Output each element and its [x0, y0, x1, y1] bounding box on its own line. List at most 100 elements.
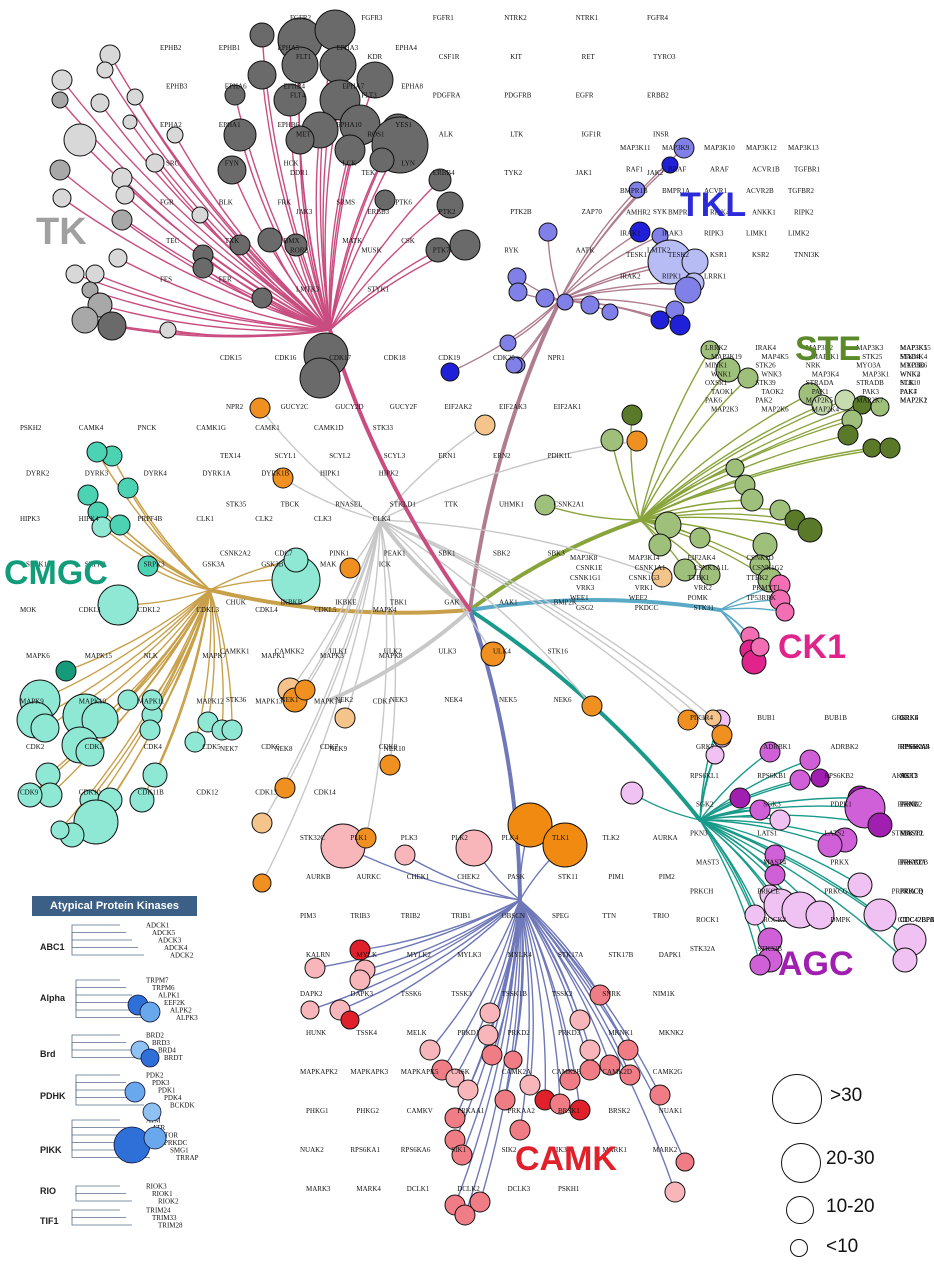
branch-ste-trunk [468, 518, 642, 612]
kinase-label: MARK4 [356, 1185, 381, 1193]
kinase-label: MAP4K1 [812, 353, 840, 361]
branch-other-twig [379, 424, 486, 521]
kinase-node [704, 709, 722, 727]
kinase-label: ARAF [710, 165, 729, 173]
branch-camk-twig [441, 899, 521, 1071]
kinase-label: AKT2 [900, 772, 918, 780]
kinase-node [304, 957, 326, 979]
kinase-label: LCK [342, 160, 356, 168]
atypical-member-label: BRD3 [152, 1039, 170, 1047]
kinase-node [535, 288, 555, 308]
branch-camk-twig [339, 899, 521, 1011]
kinase-label: RPS6KA6 [401, 1146, 431, 1154]
kinase-label: AURKB [306, 873, 331, 881]
kinase-label: CAMK1D [314, 424, 344, 432]
kinase-label: PRKCI [900, 858, 921, 866]
kinase-label: TYRO3 [653, 53, 676, 61]
kinase-label: TYK2 [504, 169, 522, 177]
kinase-node [319, 46, 357, 84]
kinase-node [109, 514, 131, 536]
atypical-title: Atypical Protein Kinases [32, 896, 197, 916]
branch-ste-twig [639, 519, 766, 546]
kinase-label: TGFBR1 [794, 165, 821, 173]
kinase-label: TESK2 [668, 251, 690, 259]
branch-other2-trunk [328, 608, 472, 702]
kinase-node [750, 637, 770, 657]
kinase-node [108, 248, 128, 268]
branch-agc-trunk [468, 608, 702, 822]
kinase-label: STRADA [806, 379, 834, 387]
branch-other-twig [304, 519, 381, 691]
kinase-label: PDIK1L [548, 452, 572, 460]
kinase-label: MOK [20, 606, 36, 614]
kinase-label: ERN1 [438, 452, 456, 460]
atypical-member-label: TRRAP [176, 1154, 199, 1162]
branch-other-twig [284, 519, 381, 789]
kinase-label: RPS6KA2 [898, 743, 928, 751]
kinase-label: GSG2 [576, 604, 594, 612]
kinase-node [115, 185, 135, 205]
branch-camk-twig [519, 899, 686, 1163]
kinase-label: CDKL2 [138, 606, 161, 614]
kinase-node [847, 872, 873, 898]
kinase-label: MAPK3 [320, 652, 344, 660]
branch-ste-twig [639, 507, 781, 521]
kinase-node [340, 1010, 360, 1030]
kinase-node [51, 91, 69, 109]
kinase-label: ERBB2 [647, 92, 669, 100]
kinase-label: RIPK1 [662, 273, 682, 281]
kinase-node [580, 295, 600, 315]
kinase-label: TLK1 [552, 834, 570, 842]
kinase-label: CDK2 [26, 743, 45, 751]
kinase-label: MAST3 [696, 858, 719, 866]
kinase-label: CAMK2A [502, 1068, 532, 1076]
kinase-label: CSNK2A2 [220, 550, 251, 558]
kinase-node [300, 1000, 320, 1020]
kinase-label: STK26 [755, 362, 776, 370]
kinase-node [509, 1119, 531, 1141]
kinase-label: NUAK2 [300, 1146, 324, 1154]
kinase-label: CLK1 [196, 515, 214, 523]
kinase-label: PRKCE [757, 887, 780, 895]
kinase-label: CASK [451, 1068, 470, 1076]
branch-tk-twig [129, 121, 331, 331]
kinase-label: TSSK2 [552, 990, 573, 998]
kinase-label: TRIB2 [401, 912, 421, 920]
atypical-branch [75, 1082, 126, 1085]
kinase-label: AAK1 [499, 598, 518, 606]
kinase-node [503, 1050, 523, 1070]
kinase-label: PRPF4B [138, 515, 163, 523]
kinase-label: MAP3K3 [856, 344, 884, 352]
kinase-label: DYRK2 [26, 470, 50, 478]
kinase-label: TSSK3 [451, 990, 472, 998]
kinase-label: CDKL1 [79, 606, 102, 614]
kinase-label: AKT1 [892, 772, 910, 780]
branch-tk-twig [121, 177, 331, 331]
kinase-node [97, 584, 139, 626]
branch-other-twig [379, 519, 689, 721]
kinase-node [879, 437, 901, 459]
kinase-label: CDK7 [320, 743, 339, 751]
kinase-label: CHUK [226, 598, 246, 606]
atypical-member-label: ADCK4 [164, 944, 188, 952]
kinase-label: CDC7 [275, 550, 293, 558]
branch-cmgc-twig [65, 589, 211, 672]
kinase-label: MATK [342, 237, 362, 245]
kinase-label: NLK [144, 652, 158, 660]
kinase-label: TTBK1 [688, 574, 710, 582]
kinase-node [479, 1002, 501, 1024]
kinase-label: EPHB4 [284, 83, 306, 91]
branch-agc-twig [699, 819, 906, 961]
kinase-label: MAP3K9 [662, 144, 690, 152]
kinase-label: PKN3 [690, 830, 708, 838]
kinase-label: MAP3K10 [704, 144, 735, 152]
kinase-label: MAP3K6 [900, 362, 928, 370]
branch-tk-twig [167, 329, 331, 338]
kinase-label: TEK [361, 169, 375, 177]
kinase-label: CDK16 [275, 354, 297, 362]
atypical-branch [75, 1074, 120, 1085]
kinase-label: GUCY2C [281, 403, 309, 411]
kinase-label: TRIB3 [350, 912, 370, 920]
branch-tk-twig [104, 69, 331, 331]
kinase-node [700, 340, 720, 360]
